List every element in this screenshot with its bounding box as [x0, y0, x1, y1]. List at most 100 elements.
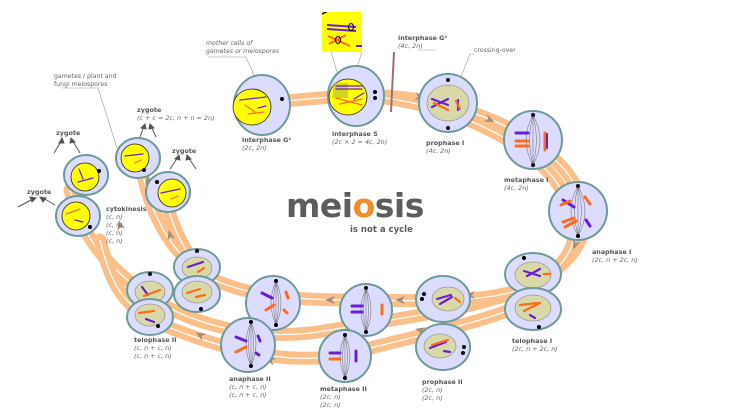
chromosome: [254, 351, 261, 357]
note-line: fungi meiospores: [54, 81, 108, 88]
centrosome: [97, 169, 101, 173]
cell-prophase-1: [418, 73, 478, 133]
label-anaphase-2: anaphase II (c, n + c, n) (c, n + c, n): [229, 375, 271, 399]
stage-formula: (4c, 2n): [426, 147, 451, 155]
cell-gamete-a: [63, 154, 109, 196]
chromosome: [134, 159, 142, 164]
note-line: gametes / plant and: [54, 73, 117, 80]
chromosome: [282, 308, 289, 315]
stage-formula: (2c, n): [422, 394, 443, 402]
crossing-zoom-inset: [322, 12, 362, 52]
stage-formula: (c, n + c, n): [229, 383, 267, 391]
chromosome: [194, 293, 207, 299]
centrosome: [446, 78, 450, 82]
zygote-name: zygote: [27, 188, 52, 196]
stage-name: cytokinesis: [106, 205, 147, 213]
centrosome: [522, 256, 526, 260]
nucleus: [181, 280, 213, 304]
gametes-note: gametes / plant and fungi meiospores: [54, 73, 116, 89]
spindle-fiber: [250, 321, 257, 367]
chromosome: [525, 267, 542, 278]
label-telophase-2: telophase II (c, n + c, n) (c, n + c, n): [134, 336, 177, 360]
stage-formula: (2c, n): [320, 401, 341, 409]
chromosome: [528, 313, 537, 320]
spindle-fiber: [273, 280, 277, 326]
spindle-fiber: [248, 321, 252, 367]
stage-formula: (4c, 2n): [504, 184, 529, 192]
stage-formula: (2c × 2 = 4c, 2n): [332, 138, 388, 146]
stage-formula: (c, n + c, n): [229, 391, 267, 399]
chromosome: [186, 260, 205, 269]
title-part: mei: [286, 186, 353, 225]
spindle-fiber: [365, 287, 372, 333]
spindle-fiber: [344, 334, 348, 379]
stage-formula: (2c, 2n): [242, 144, 267, 152]
title-part: sis: [374, 186, 425, 225]
zoom-region: [333, 83, 348, 98]
centrosome: [249, 364, 253, 368]
diagram-title: meiosis: [286, 188, 424, 224]
chromosome: [435, 293, 453, 301]
cell-anaphase-2-upper: [245, 275, 301, 331]
chromosome: [260, 291, 274, 300]
label-prophase-1: prophase I (4c, 2n): [426, 139, 464, 155]
stage-name: prophase I: [426, 139, 465, 147]
centrosome: [537, 325, 541, 329]
chromosome: [339, 98, 363, 105]
note-line: gametes or meiospores: [206, 48, 280, 55]
nucleus: [61, 201, 91, 231]
crossing-over-note: crossing-over: [474, 47, 516, 54]
spindle-fiber: [270, 280, 277, 326]
spindle-fiber: [344, 334, 351, 379]
zygote-name: zygote: [56, 129, 81, 137]
chromosome: [453, 296, 462, 304]
label-metaphase-1: metaphase I (4c, 2n): [504, 176, 549, 192]
chromosome: [561, 216, 576, 224]
spindle-fiber: [245, 321, 252, 367]
nucleus: [232, 88, 272, 126]
cell-telophase-2-a: [173, 248, 221, 286]
stage-name: telophase I: [512, 337, 553, 345]
chromosome: [160, 188, 181, 194]
cell-interphase-s: [327, 65, 385, 127]
chromosome: [559, 199, 572, 207]
centrosome: [155, 180, 159, 184]
cell-interphase-g1: [232, 74, 291, 136]
spindle-fiber: [570, 185, 579, 237]
zygote-name: zygote: [172, 147, 197, 155]
spindle-fiber: [250, 321, 254, 367]
stage-formula: (2c, n + 2c, n): [592, 256, 638, 264]
stage-name: metaphase I: [504, 176, 549, 184]
centrosome: [420, 297, 424, 301]
chromosome: [442, 349, 452, 354]
centrosome: [364, 286, 368, 290]
stage-name: telophase II: [134, 336, 177, 344]
cell-telophase-1-upper: [504, 252, 562, 296]
cell-anaphase-2-lower: [220, 317, 276, 373]
label-zygote-main: zygote (c + c = 2c, n + n = 2n): [137, 106, 215, 122]
centrosome: [142, 168, 146, 172]
stage-name: interphase G²: [398, 34, 448, 42]
chromosome: [78, 168, 84, 180]
cell-metaphase-2-upper: [339, 283, 393, 337]
centrosome: [274, 323, 278, 327]
centrosome: [531, 113, 535, 117]
zygote-name: zygote: [137, 106, 162, 114]
chromosome: [563, 219, 578, 229]
mother-cells-note: mother cells of gametes or meiospores: [206, 40, 279, 56]
zygote-formula: (c + c = 2c, n + n = 2n): [137, 114, 215, 122]
cell-metaphase-2-lower: [318, 329, 372, 383]
direction-arrow-icon: [483, 114, 495, 123]
direction-arrow-icon: [325, 296, 335, 304]
label-cytokinesis: cytokinesis (c, n) (c, n) (c, n) (c, n): [106, 205, 147, 245]
stage-name: interphase S: [332, 130, 378, 138]
label-zygote-4: zygote: [27, 188, 51, 196]
centrosome: [461, 351, 465, 355]
nucleus: [157, 178, 187, 208]
title-accent-letter: o: [352, 186, 376, 225]
label-interphase-s: interphase S (2c × 2 = 4c, 2n): [332, 130, 387, 146]
spindle-fiber: [275, 280, 279, 326]
stage-formula: (c, n + c, n): [134, 344, 172, 352]
centrosome: [422, 292, 426, 296]
